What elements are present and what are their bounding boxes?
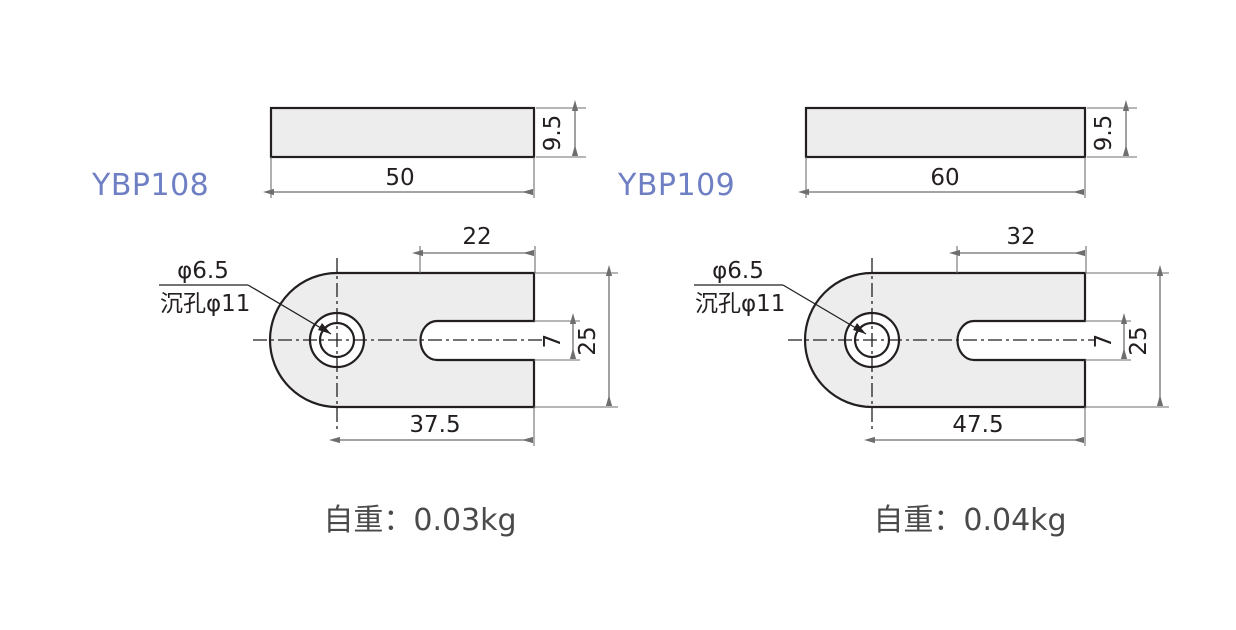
dim-text-height-25: 25	[575, 326, 601, 355]
dim-text-slot-length-32: 32	[1006, 224, 1035, 250]
part-label-ybp109: YBP109	[617, 168, 735, 203]
dim-text-width-60: 60	[930, 165, 959, 191]
front-view-ybp108: 9.5 50	[263, 100, 586, 198]
dim-text-slot-width-7: 7	[1091, 334, 1117, 349]
weight-note-ybp108: 自重：0.03kg	[323, 503, 516, 538]
callout-text-counterbore: 沉孔φ11	[160, 291, 250, 317]
callout-text-hole-diameter: φ6.5	[177, 258, 229, 284]
drawing-ybp109: YBP109 9.5 60 φ6.5 沉孔φ11	[617, 100, 1169, 538]
top-view-ybp108: φ6.5 沉孔φ11 22 37.5 7 25	[159, 224, 618, 446]
front-view-body	[804, 106, 1087, 159]
weight-note-ybp109: 自重：0.04kg	[873, 503, 1066, 538]
callout-text-counterbore: 沉孔φ11	[695, 291, 785, 317]
drawing-ybp108: YBP108 9.5 50	[91, 100, 618, 538]
callout-leader-arrow-line	[247, 284, 332, 335]
front-view-ybp109: 9.5 60	[798, 100, 1137, 198]
callout-leader-arrowhead	[853, 323, 866, 334]
dim-text-slot-width-7: 7	[540, 334, 566, 349]
callout-text-hole-diameter: φ6.5	[712, 258, 764, 284]
front-view-body	[269, 106, 536, 159]
dim-text-thickness-95: 9.5	[1091, 115, 1117, 152]
dim-text-height-25: 25	[1126, 326, 1152, 355]
callout-leader-arrow-line	[782, 284, 867, 335]
dim-text-thickness-95: 9.5	[540, 115, 566, 152]
dim-text-overall-length-375: 37.5	[409, 412, 460, 438]
part-label-ybp108: YBP108	[91, 168, 209, 203]
callout-leader-arrowhead	[318, 323, 331, 334]
top-view-body	[268, 271, 536, 409]
top-view-ybp109: φ6.5 沉孔φ11 32 47.5 7 25	[694, 224, 1169, 446]
dim-text-slot-length-22: 22	[462, 224, 491, 250]
dim-text-overall-length-475: 47.5	[952, 412, 1003, 438]
dim-text-width-50: 50	[385, 165, 414, 191]
